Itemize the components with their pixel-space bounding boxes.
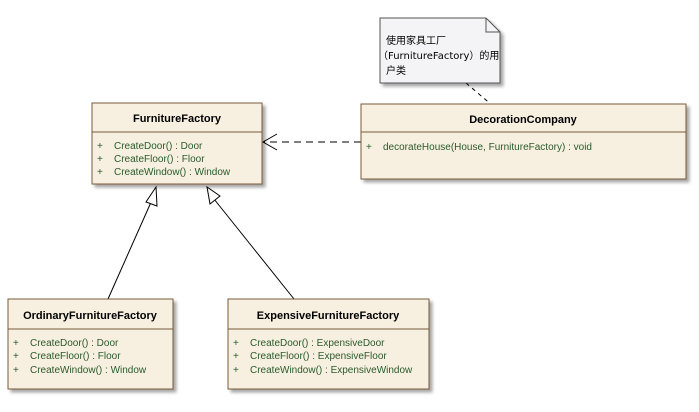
operation: CreateDoor() : Door bbox=[30, 338, 119, 349]
operation: CreateDoor() : Door bbox=[114, 141, 203, 152]
visibility-marker: + bbox=[97, 167, 103, 178]
visibility-marker: + bbox=[366, 142, 372, 153]
visibility-marker: + bbox=[233, 351, 239, 362]
class-name: ExpensiveFurnitureFactory bbox=[257, 310, 400, 322]
class-decoration-company[interactable]: DecorationCompany + decorateHouse(House,… bbox=[360, 103, 687, 180]
class-name: FurnitureFactory bbox=[133, 113, 222, 125]
visibility-marker: + bbox=[13, 365, 19, 376]
generalization-expensive bbox=[206, 185, 295, 300]
note-line-1: 使用家具工厂 bbox=[386, 34, 446, 47]
class-name: DecorationCompany bbox=[469, 114, 577, 126]
operation: CreateDoor() : ExpensiveDoor bbox=[250, 338, 385, 349]
visibility-marker: + bbox=[97, 154, 103, 165]
operation: CreateWindow() : ExpensiveWindow bbox=[250, 365, 413, 376]
note-anchor-line bbox=[465, 82, 494, 107]
operation: CreateFloor() : Floor bbox=[30, 351, 121, 362]
visibility-marker: + bbox=[233, 365, 239, 376]
class-expensive-furniture-factory[interactable]: ExpensiveFurnitureFactory + CreateDoor()… bbox=[227, 298, 430, 390]
class-furniture-factory[interactable]: FurnitureFactory + CreateDoor() : Door +… bbox=[91, 102, 263, 185]
visibility-marker: + bbox=[13, 338, 19, 349]
visibility-marker: + bbox=[233, 338, 239, 349]
visibility-marker: + bbox=[13, 351, 19, 362]
note-line-2: （FurnitureFactory）的用 bbox=[378, 49, 499, 62]
dependency-arrow bbox=[261, 133, 361, 151]
class-name: OrdinaryFurnitureFactory bbox=[23, 310, 158, 322]
note: 使用家具工厂 （FurnitureFactory）的用 户类 bbox=[378, 17, 501, 84]
operation: CreateWindow() : Window bbox=[30, 365, 147, 376]
class-ordinary-furniture-factory[interactable]: OrdinaryFurnitureFactory + CreateDoor() … bbox=[7, 298, 174, 390]
operation: CreateWindow() : Window bbox=[114, 167, 231, 178]
generalization-ordinary bbox=[107, 185, 158, 300]
operation: CreateFloor() : Floor bbox=[114, 154, 205, 165]
visibility-marker: + bbox=[97, 141, 103, 152]
operation: CreateFloor() : ExpensiveFloor bbox=[250, 351, 387, 362]
operation: decorateHouse(House, FurnitureFactory) :… bbox=[383, 142, 592, 153]
note-line-3: 户类 bbox=[386, 64, 406, 77]
